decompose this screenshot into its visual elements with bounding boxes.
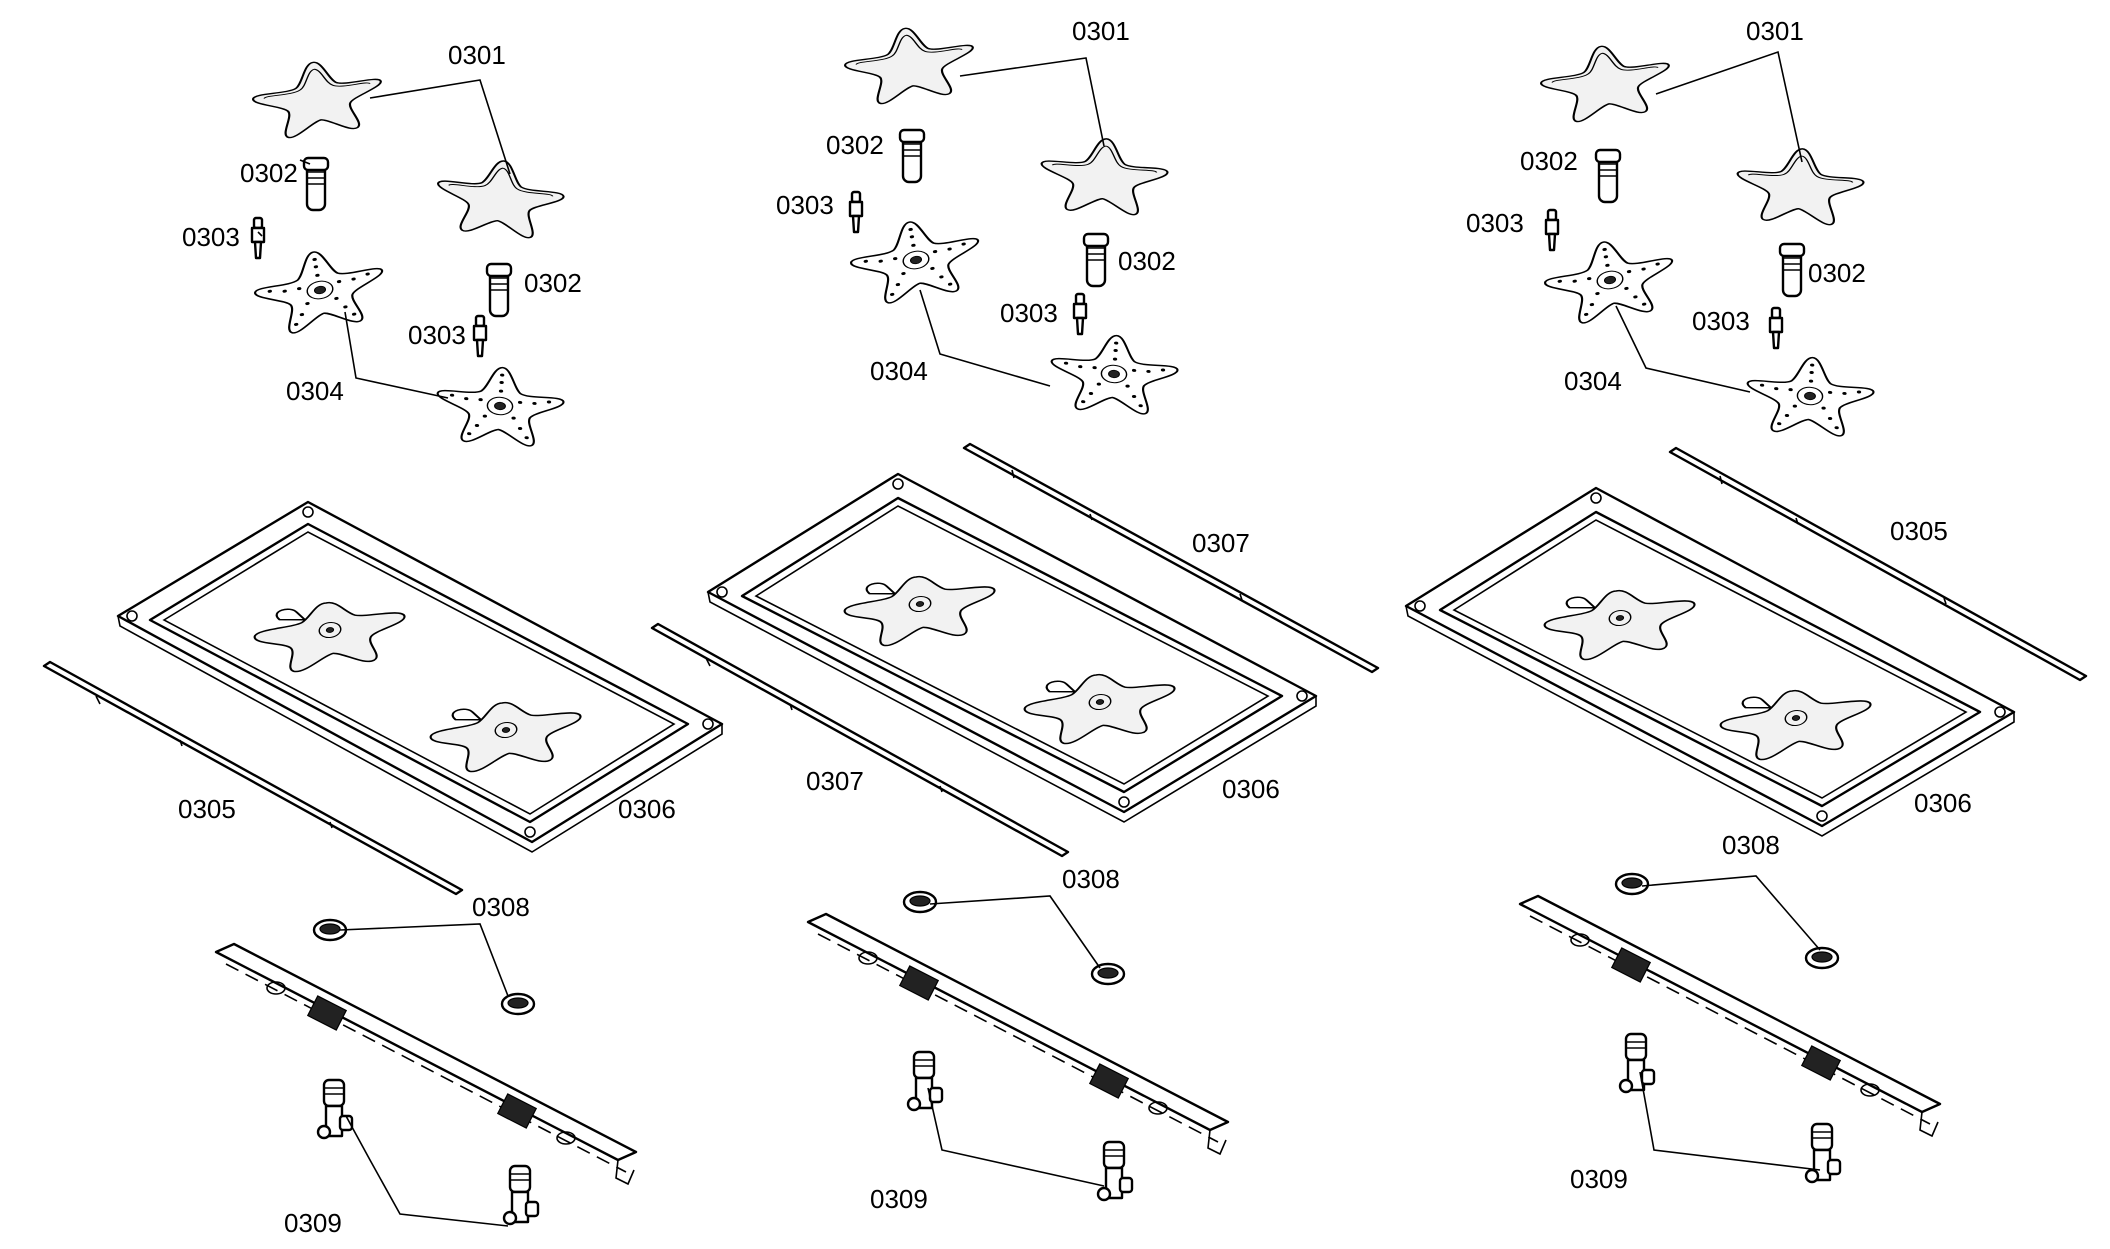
injector-sleeve-icon: [1594, 148, 1622, 204]
nozzle-icon: [472, 314, 488, 358]
nozzle-icon: [250, 216, 266, 260]
ring-icon: [1614, 872, 1650, 896]
label-0307: 0307: [806, 766, 864, 796]
label-0302: 0302: [1118, 246, 1176, 276]
label-0301: 0301: [448, 40, 506, 70]
label-0303: 0303: [1466, 208, 1524, 238]
burner-tray: [116, 500, 724, 853]
label-0304: 0304: [870, 356, 928, 386]
part-labels: 0301 0302 0303 0302 0303 0304 0305 0306 …: [178, 16, 1972, 1238]
side-strip: [1668, 446, 2088, 682]
label-0308: 0308: [1722, 830, 1780, 860]
burner-icon: [248, 239, 392, 340]
burner-cap-icon: [840, 18, 980, 110]
injector-sleeve-icon: [302, 156, 330, 212]
injector-sleeve-icon: [1082, 232, 1110, 288]
label-0305: 0305: [178, 794, 236, 824]
label-0309: 0309: [284, 1208, 342, 1238]
assembly-middle: [650, 18, 1380, 1202]
label-0309: 0309: [1570, 1164, 1628, 1194]
burner-tray: [1404, 486, 2016, 837]
valve-icon: [1096, 1140, 1134, 1202]
valve-icon: [1804, 1122, 1842, 1184]
assembly-right: [1404, 36, 2088, 1184]
side-strip: [962, 442, 1380, 674]
label-0306: 0306: [618, 794, 676, 824]
label-0304: 0304: [286, 376, 344, 406]
injector-sleeve-icon: [898, 128, 926, 184]
burner-cap-icon: [1536, 36, 1676, 128]
ring-icon: [500, 992, 536, 1016]
label-0302: 0302: [1808, 258, 1866, 288]
burner-cap-icon: [1733, 143, 1867, 228]
nozzle-icon: [848, 190, 864, 234]
burner-icon: [1743, 352, 1877, 440]
burner-cap-icon: [432, 153, 568, 243]
burner-icon: [1538, 229, 1682, 330]
label-0302: 0302: [1520, 146, 1578, 176]
nozzle-icon: [1768, 306, 1784, 350]
valve-icon: [316, 1078, 354, 1140]
label-0302: 0302: [240, 158, 298, 188]
injector-sleeve-icon: [1778, 242, 1806, 298]
label-0307: 0307: [1192, 528, 1250, 558]
label-0308: 0308: [1062, 864, 1120, 894]
label-0308: 0308: [472, 892, 530, 922]
burner-icon: [433, 362, 567, 450]
mounting-bracket: [214, 942, 638, 1186]
mounting-bracket: [806, 912, 1230, 1156]
burner-icon: [844, 209, 988, 310]
label-0306: 0306: [1914, 788, 1972, 818]
label-0309: 0309: [870, 1184, 928, 1214]
valve-icon: [1618, 1032, 1656, 1094]
side-strip: [42, 660, 464, 896]
nozzle-icon: [1072, 292, 1088, 336]
label-0301: 0301: [1072, 16, 1130, 46]
mounting-bracket: [1518, 894, 1942, 1138]
assembly-left: [42, 52, 724, 1227]
label-0303: 0303: [408, 320, 466, 350]
burner-tray: [706, 472, 1318, 823]
label-0303: 0303: [1692, 306, 1750, 336]
valve-icon: [502, 1164, 540, 1226]
label-0305: 0305: [1890, 516, 1948, 546]
ring-icon: [1804, 946, 1840, 970]
nozzle-icon: [1544, 208, 1560, 252]
burner-cap-icon: [248, 52, 388, 144]
label-0302: 0302: [524, 268, 582, 298]
label-0306: 0306: [1222, 774, 1280, 804]
ring-icon: [902, 890, 938, 914]
label-0302: 0302: [826, 130, 884, 160]
label-0301: 0301: [1746, 16, 1804, 46]
burner-cap-icon: [1037, 133, 1171, 218]
label-0303: 0303: [776, 190, 834, 220]
ring-icon: [1090, 962, 1126, 986]
label-0303: 0303: [1000, 298, 1058, 328]
label-0303: 0303: [182, 222, 240, 252]
valve-icon: [906, 1050, 944, 1112]
injector-sleeve-icon: [485, 262, 513, 318]
burner-icon: [1047, 330, 1181, 418]
side-strip: [650, 622, 1070, 858]
label-0304: 0304: [1564, 366, 1622, 396]
